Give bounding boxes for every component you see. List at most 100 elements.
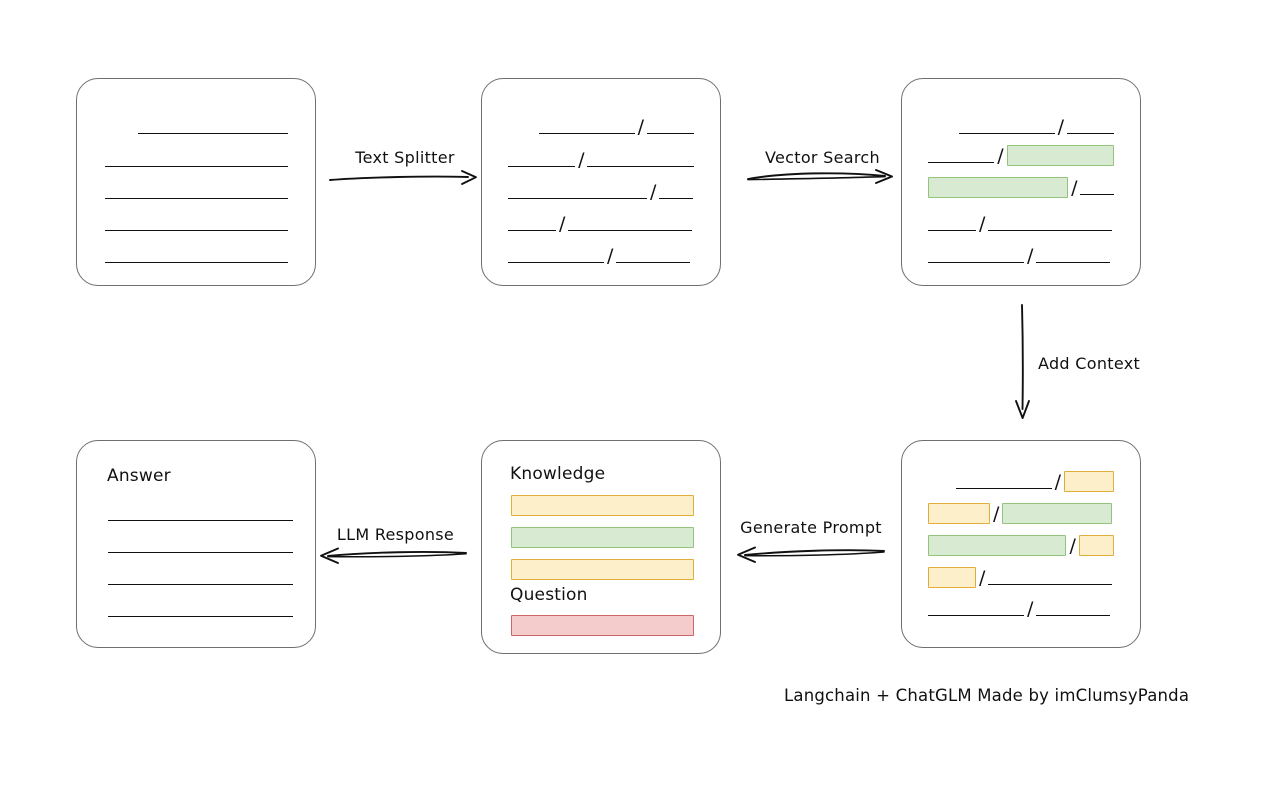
text-line [928,261,1024,263]
text-line [647,132,694,134]
edge-label-vector-search: Vector Search [765,148,880,167]
document-row: / [928,141,1114,169]
question-token-highlight [928,566,976,588]
slash-separator: / [1057,115,1064,138]
text-line [108,584,293,585]
slash-separator: / [650,180,657,203]
edge-label-add-context: Add Context [1038,354,1141,373]
text-line [928,229,976,231]
slash-separator: / [637,115,644,138]
knowledge-bar [511,559,694,580]
text-line [988,583,1113,585]
node-answer[interactable]: Answer [76,440,316,648]
document-row [105,180,288,202]
text-line [659,197,694,199]
question-token-highlight [1078,534,1114,556]
knowledge-heading: Knowledge [510,464,606,484]
text-line [988,229,1113,231]
answer-heading: Answer [107,466,171,486]
question-token-highlight [928,502,990,524]
document-row [105,212,288,234]
node-source-document[interactable] [76,78,316,286]
knowledge-bar [511,495,694,516]
slash-separator: / [1069,534,1076,557]
node-context-with-prompt[interactable]: / / / / / [901,440,1141,648]
text-line [1067,132,1114,134]
node-prompt-panel[interactable]: Knowledge Question [481,440,721,654]
document-row: / [928,597,1114,619]
document-row: / [928,563,1114,591]
text-line [105,229,288,231]
question-token-highlight [1064,470,1114,492]
question-heading: Question [510,585,588,605]
edge-arrow-vector-search [747,169,893,184]
edge-label-text-splitter: Text Splitter [355,148,455,167]
edge-arrow-text-splitter [329,170,477,185]
text-line [538,132,635,134]
text-line [587,165,694,167]
edge-arrow-add-context [1015,304,1030,419]
document-row [105,148,288,170]
text-line [108,520,293,521]
text-line [568,229,693,231]
document-row: / [928,115,1114,137]
node-vector-matches[interactable]: / / / / / [901,78,1141,286]
document-row: / [928,212,1114,234]
text-line [105,261,288,263]
document-row [105,244,288,266]
text-line [1036,614,1111,616]
slash-separator: / [578,148,585,171]
edge-arrow-llm-response [320,547,467,564]
slash-separator: / [1054,470,1061,493]
document-row: / [508,180,694,202]
context-rows: / / / / / [902,441,1140,647]
edge-arrow-generate-prompt [737,546,885,563]
matched-chunk-highlight [928,176,1069,198]
edge-label-generate-prompt: Generate Prompt [740,518,882,537]
document-row: / [508,244,694,266]
slash-separator: / [997,144,1004,167]
matched-chunk-highlight [928,534,1067,556]
slash-separator: / [993,502,1000,525]
question-bar [511,615,694,636]
text-line [108,552,293,553]
text-line [108,616,293,617]
matched-chunk-highlight [1002,502,1113,524]
slash-separator: / [1071,176,1078,199]
text-line [616,261,691,263]
text-line [508,261,604,263]
document-row: / [928,467,1114,495]
document-row: / [928,244,1114,266]
text-line [928,161,995,163]
text-line [1036,261,1111,263]
document-row: / [508,148,694,170]
knowledge-bar [511,527,694,548]
footer-credit: Langchain + ChatGLM Made by imClumsyPand… [784,686,1190,705]
text-line [928,614,1024,616]
text-line [105,165,288,167]
split-chunks-rows: / / / / / [482,79,720,285]
document-row: / [928,173,1114,201]
slash-separator: / [979,566,986,589]
source-document-rows [77,79,315,285]
document-row: / [508,115,694,137]
text-line [508,197,647,199]
edge-label-llm-response: LLM Response [336,525,455,544]
document-row [105,115,288,137]
vector-matches-rows: / / / / / [902,79,1140,285]
text-line [105,197,288,199]
slash-separator: / [607,244,614,267]
node-split-chunks[interactable]: / / / / / [481,78,721,286]
slash-separator: / [979,212,986,235]
text-line [955,487,1052,489]
matched-chunk-highlight [1006,144,1114,166]
text-line [508,165,576,167]
slash-separator: / [559,212,566,235]
document-row: / [928,531,1114,559]
text-line [1080,193,1114,195]
slash-separator: / [1027,597,1034,620]
text-line [508,229,556,231]
slash-separator: / [1027,244,1034,267]
document-row: / [928,499,1114,527]
